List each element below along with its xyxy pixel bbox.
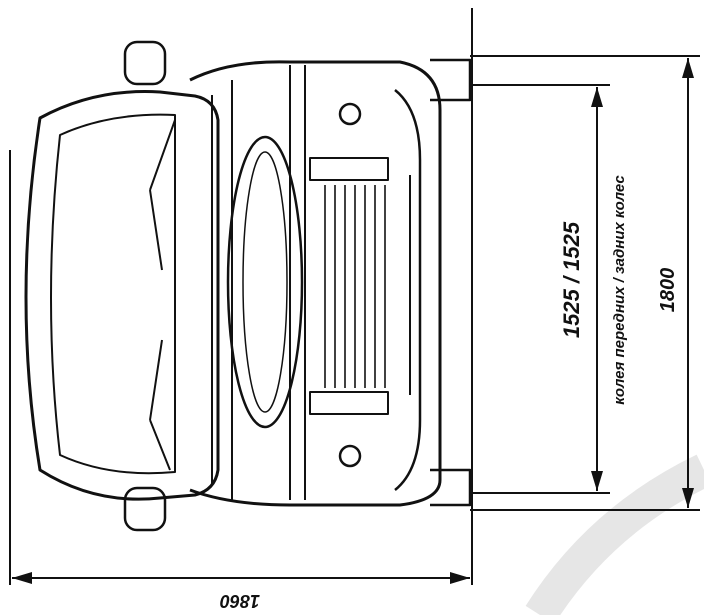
wiper-upper [149, 119, 176, 271]
arrowhead-bottom [682, 488, 694, 508]
headlight-top [338, 102, 362, 126]
overall-height-label: 1800 [657, 268, 679, 313]
dimension-lines [9, 8, 700, 585]
height-dimension: 1800 [657, 58, 694, 508]
vehicle-outline [24, 40, 472, 532]
track-caption: колея передних / задних колес [611, 175, 628, 405]
corner-arc-decoration [525, 454, 704, 615]
grille-frame [289, 65, 306, 500]
width-dimension: 1860 [12, 572, 470, 611]
wheel-bottom [430, 468, 472, 507]
bumper [394, 89, 422, 491]
grille-slats [324, 185, 386, 388]
spare-wheel [226, 135, 304, 429]
arrowhead-top [682, 58, 694, 78]
arrowhead-track-top [591, 87, 603, 107]
mirror-top [123, 40, 167, 86]
wheel-top [430, 58, 472, 102]
arrowhead-track-bottom [591, 471, 603, 491]
spare-wheel-inner [242, 151, 288, 413]
overall-width-label: 1860 [220, 591, 260, 611]
mirror-bottom [123, 486, 167, 532]
cab-outline [24, 90, 220, 501]
hood-outline [189, 60, 442, 507]
grille-bottom-bar [309, 391, 389, 415]
track-dimension: 1525 / 1525 колея передних / задних коле… [559, 87, 628, 491]
wiper-lower [149, 339, 171, 471]
windshield [50, 113, 176, 475]
grille-top-bar [309, 157, 389, 181]
arrowhead-left [12, 572, 32, 584]
arrowhead-right [450, 572, 470, 584]
track-value-label: 1525 / 1525 [559, 221, 584, 338]
headlight-bottom [338, 444, 362, 468]
